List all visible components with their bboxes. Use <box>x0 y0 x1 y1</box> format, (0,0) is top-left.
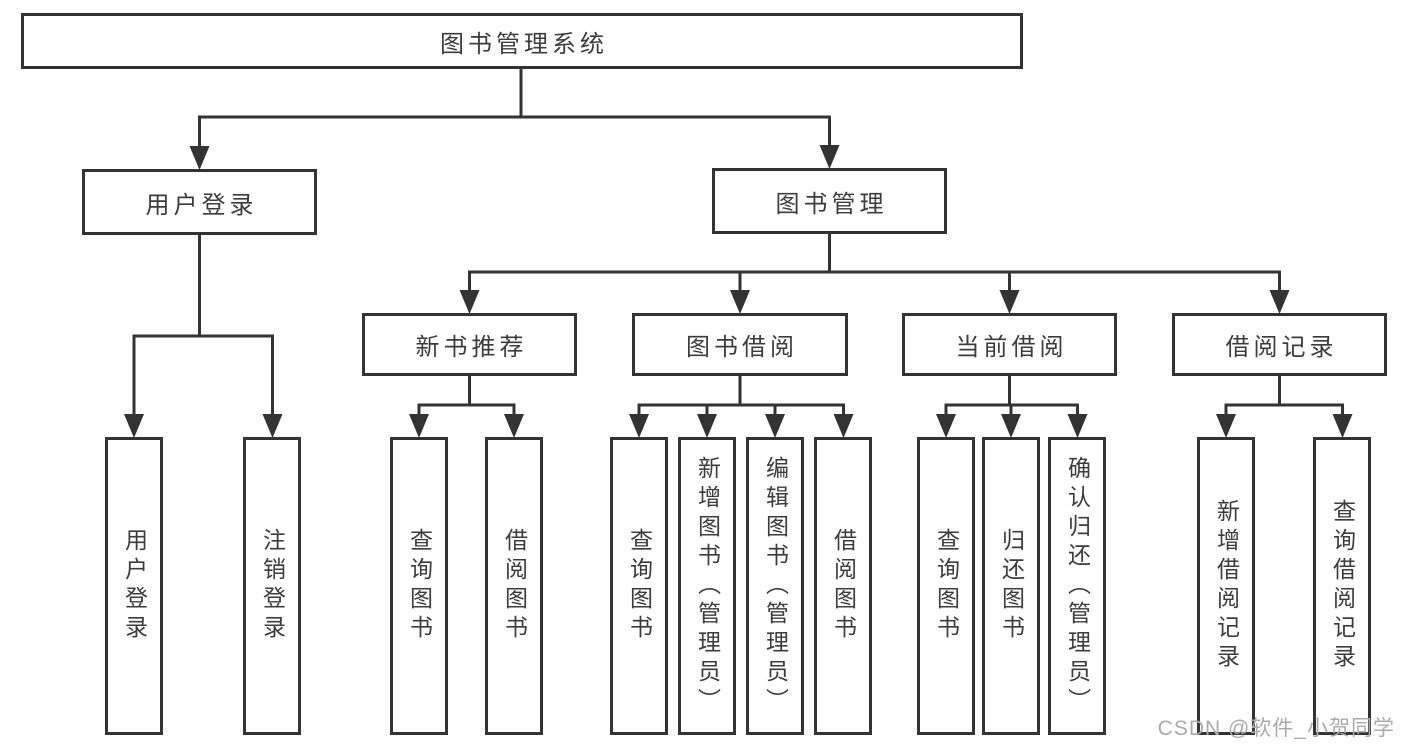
connector-book-mgmt-children <box>459 234 1290 314</box>
leaf-add-book-admin: 新增图书（管理员） <box>678 437 736 735</box>
connector-user-login-children <box>124 235 283 438</box>
leaf-return-book: 归还图书 <box>982 437 1040 735</box>
connector-book-borrow-children <box>629 376 854 438</box>
leaf-borrow-book-1: 借阅图书 <box>485 437 543 735</box>
node-book-management: 图书管理 <box>712 168 947 234</box>
connector-current-borrow-children <box>936 376 1088 438</box>
csdn-watermark: CSDN @软件_小贺同学 <box>1157 717 1395 740</box>
node-new-book-recommend: 新书推荐 <box>362 313 577 376</box>
leaf-add-borrow-record: 新增借阅记录 <box>1197 437 1255 735</box>
leaf-query-book-1: 查询图书 <box>390 437 448 735</box>
leaf-edit-book-admin: 编辑图书（管理员） <box>746 437 804 735</box>
node-library-management-system: 图书管理系统 <box>21 13 1023 69</box>
connector-new-book-children <box>409 376 524 438</box>
leaf-borrow-book-2: 借阅图书 <box>814 437 872 735</box>
leaf-user-login: 用户登录 <box>105 437 163 735</box>
leaf-logout: 注销登录 <box>243 437 301 735</box>
leaf-query-book-2: 查询图书 <box>610 437 668 735</box>
node-current-borrowing: 当前借阅 <box>902 313 1117 376</box>
leaf-query-borrow-record: 查询借阅记录 <box>1313 437 1371 735</box>
node-borrowing-records: 借阅记录 <box>1172 313 1387 376</box>
connector-borrow-record-children <box>1216 376 1353 438</box>
leaf-query-book-3: 查询图书 <box>917 437 975 735</box>
node-book-borrowing: 图书借阅 <box>632 313 848 376</box>
node-user-login: 用户登录 <box>82 169 317 235</box>
connector-root-to-level2 <box>189 69 840 170</box>
leaf-confirm-return-admin: 确认归还（管理员） <box>1048 437 1106 735</box>
